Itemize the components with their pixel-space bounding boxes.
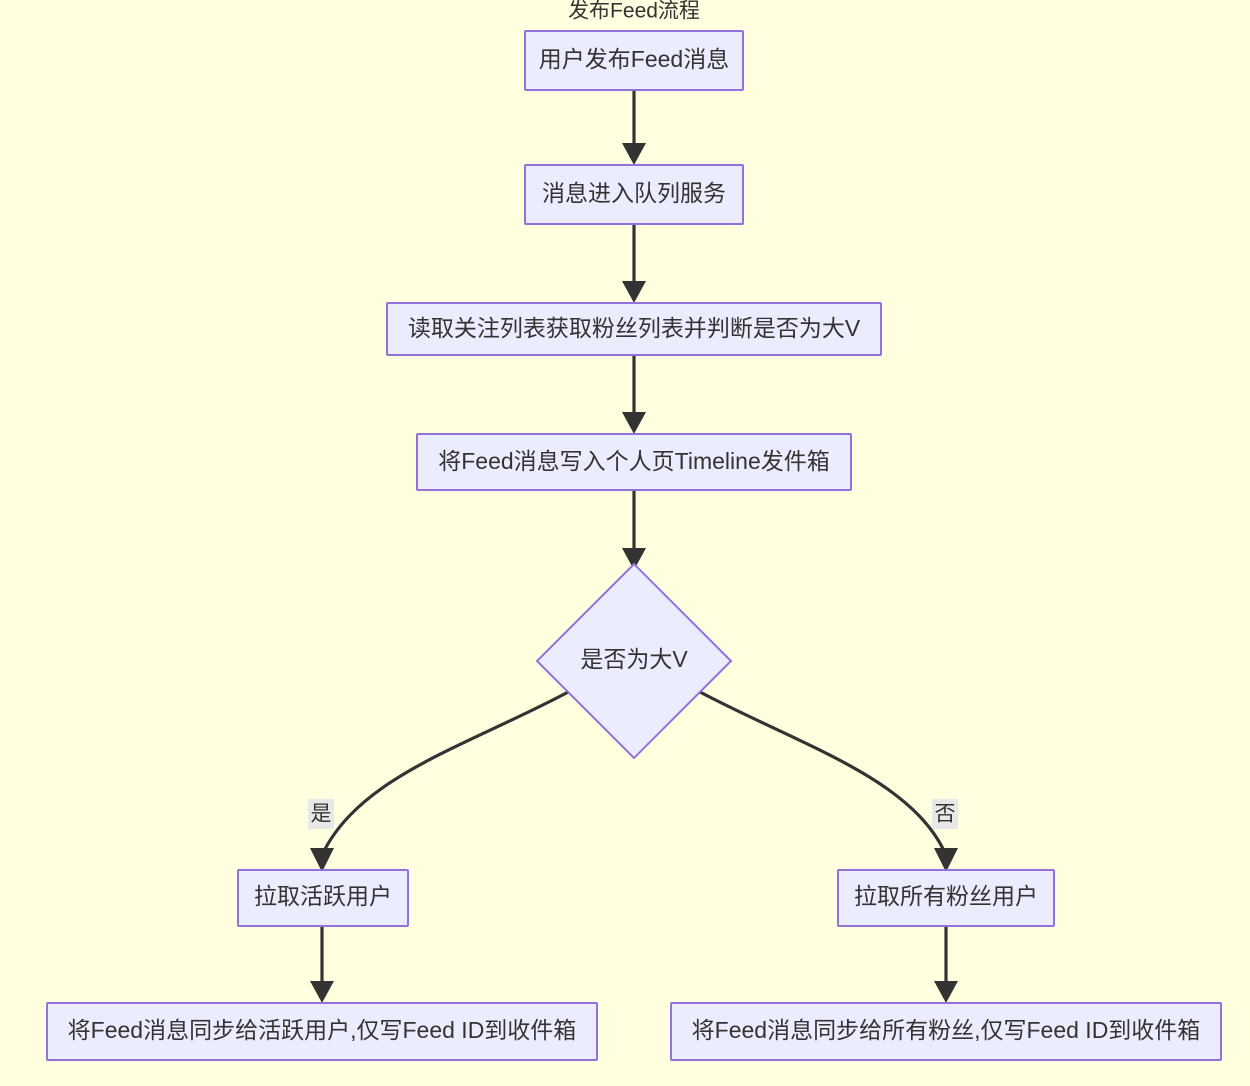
node-is-big-v-decision[interactable]: 是否为大V [535,562,733,760]
node-user-publish-feed[interactable]: 用户发布Feed消息 [524,30,744,91]
node-message-enters-queue[interactable]: 消息进入队列服务 [524,164,744,225]
arrowhead-icon [622,412,646,434]
node-label: 拉取所有粉丝用户 [854,883,1038,909]
node-label: 读取关注列表获取粉丝列表并判断是否为大V [408,315,861,341]
diagram-title: 发布Feed流程 [568,0,700,23]
node-pull-all-fans[interactable]: 拉取所有粉丝用户 [837,869,1055,927]
edge-label-no: 否 [935,803,956,826]
arrowhead-icon [622,281,646,303]
edge-n3-n4 [622,355,646,434]
node-label: 将Feed消息同步给活跃用户,仅写Feed ID到收件箱 [68,1017,577,1043]
edge-n1-n2 [622,90,646,165]
arrowhead-icon [622,548,646,570]
node-shape-rect [416,433,852,491]
edge-line [320,688,573,856]
edge-label-background [308,799,334,829]
node-sync-to-active-users[interactable]: 将Feed消息同步给活跃用户,仅写Feed ID到收件箱 [46,1002,598,1061]
node-label: 是否为大V [580,646,688,672]
edge-label-background [932,799,958,829]
node-pull-active-users[interactable]: 拉取活跃用户 [237,869,409,927]
node-shape-rect [46,1002,598,1061]
node-shape-rect [386,302,882,356]
edge-label-yes: 是 [311,803,332,826]
node-shape-rect [237,869,409,927]
node-label: 拉取活跃用户 [254,883,392,909]
node-shape-rect [524,30,744,91]
node-shape-rect [837,869,1055,927]
arrowhead-icon [310,848,334,872]
arrowhead-icon [934,981,958,1003]
node-label: 用户发布Feed消息 [539,46,729,72]
node-label: 将Feed消息写入个人页Timeline发件箱 [438,448,829,474]
node-shape-rect [524,164,744,225]
edge-n4-n5 [622,490,646,570]
edge-n2-n3 [622,224,646,303]
edge-line [699,690,948,856]
node-label: 将Feed消息同步给所有粉丝,仅写Feed ID到收件箱 [692,1017,1201,1043]
edge-n5-n6: 是 [308,688,573,872]
node-shape-diamond [535,562,733,760]
edge-n7-n9 [934,926,958,1003]
node-sync-to-all-fans[interactable]: 将Feed消息同步给所有粉丝,仅写Feed ID到收件箱 [670,1002,1222,1061]
node-read-follow-list[interactable]: 读取关注列表获取粉丝列表并判断是否为大V [386,302,882,356]
node-shape-rect [670,1002,1222,1061]
edge-n6-n8 [310,926,334,1003]
arrowhead-icon [622,143,646,165]
edge-n5-n7: 否 [699,690,958,872]
node-write-personal-timeline[interactable]: 将Feed消息写入个人页Timeline发件箱 [416,433,852,491]
arrowhead-icon [934,848,958,872]
node-label: 消息进入队列服务 [542,180,726,206]
arrowhead-icon [310,981,334,1003]
